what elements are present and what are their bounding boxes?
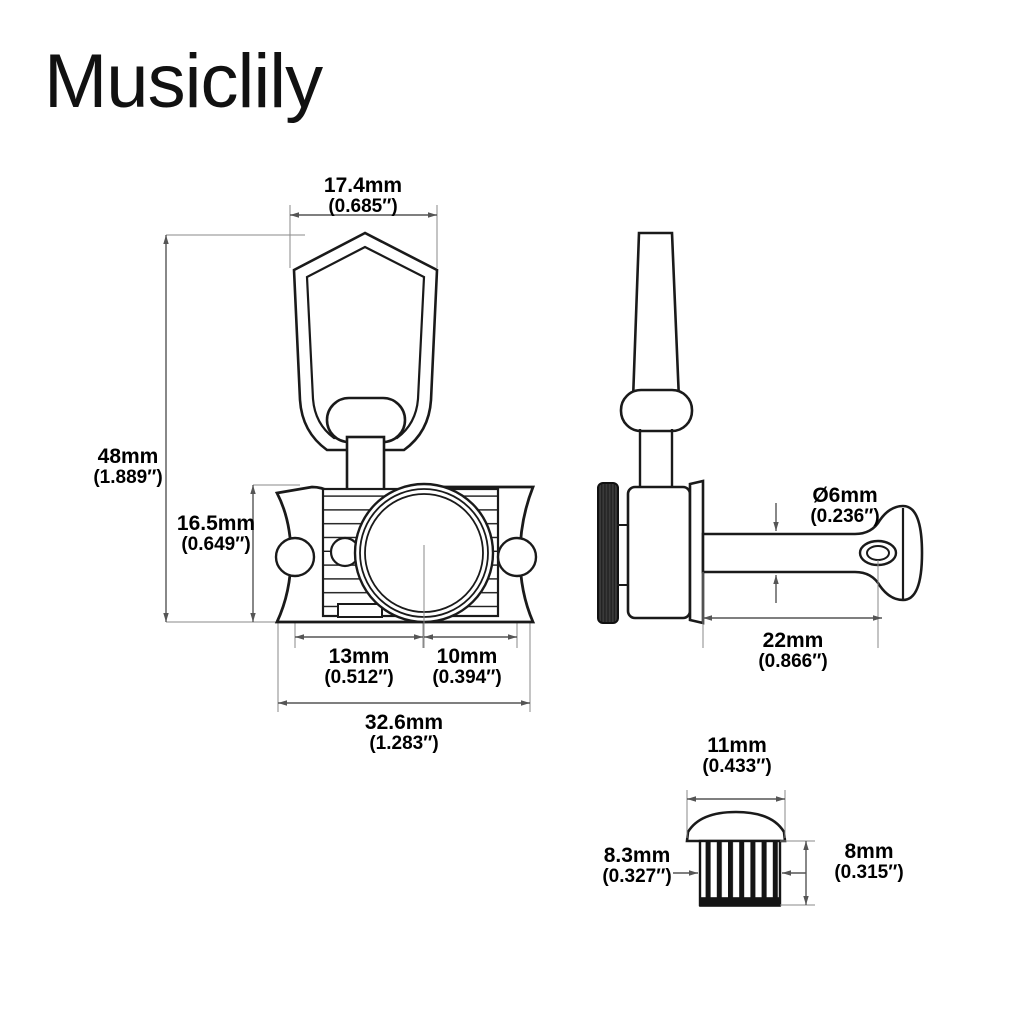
dim-label-baseplate-width: 32.6mm (1.283″)	[364, 711, 444, 754]
bushing-dimension-lines	[673, 796, 809, 905]
tuner-button-side	[631, 231, 681, 402]
side-dimension-lines	[703, 503, 882, 621]
mounting-plate-side	[688, 479, 705, 625]
button-shaft-front	[345, 435, 386, 497]
front-dimension-lines	[163, 212, 530, 706]
dim-label-post-length: 22mm (0.866″)	[758, 629, 828, 672]
dim-label-bushing-body-width: 8.3mm (0.327″)	[602, 844, 672, 887]
dim-label-bushing-head-width: 11mm (0.433″)	[702, 734, 772, 777]
dim-label-screw-hole-to-center: 13mm (0.512″)	[324, 645, 394, 688]
side-view	[597, 231, 924, 648]
dim-label-baseplate-height: 16.5mm (0.649″)	[176, 512, 256, 555]
dim-label-post-diameter: Ø6mm (0.236″)	[810, 484, 880, 527]
tuner-button-front	[292, 231, 439, 452]
string-post-side	[701, 504, 924, 602]
button-collar-front	[325, 396, 407, 444]
bushing-view	[673, 790, 815, 907]
bushing-body-base	[699, 897, 781, 907]
side-extension-lines	[702, 560, 879, 648]
screw-hole-left-front	[274, 536, 316, 578]
front-view	[163, 205, 538, 712]
dim-label-button-width: 17.4mm (0.685″)	[323, 174, 403, 217]
dim-label-overall-height: 48mm (1.889″)	[93, 445, 163, 488]
string-hole-inner	[866, 545, 890, 561]
housing-body-side	[626, 485, 692, 620]
button-shaft-side	[638, 429, 674, 487]
brand-logo: Musiclily	[44, 39, 323, 124]
dim-label-center-to-screw-hole: 10mm (0.394″)	[432, 645, 502, 688]
dim-label-bushing-height: 8mm (0.315″)	[834, 840, 904, 883]
screw-hole-right-front	[496, 536, 538, 578]
knurled-gear-side	[597, 482, 619, 624]
bushing-body	[698, 839, 782, 907]
bushing-head	[685, 810, 787, 843]
button-collar-side	[619, 388, 694, 433]
